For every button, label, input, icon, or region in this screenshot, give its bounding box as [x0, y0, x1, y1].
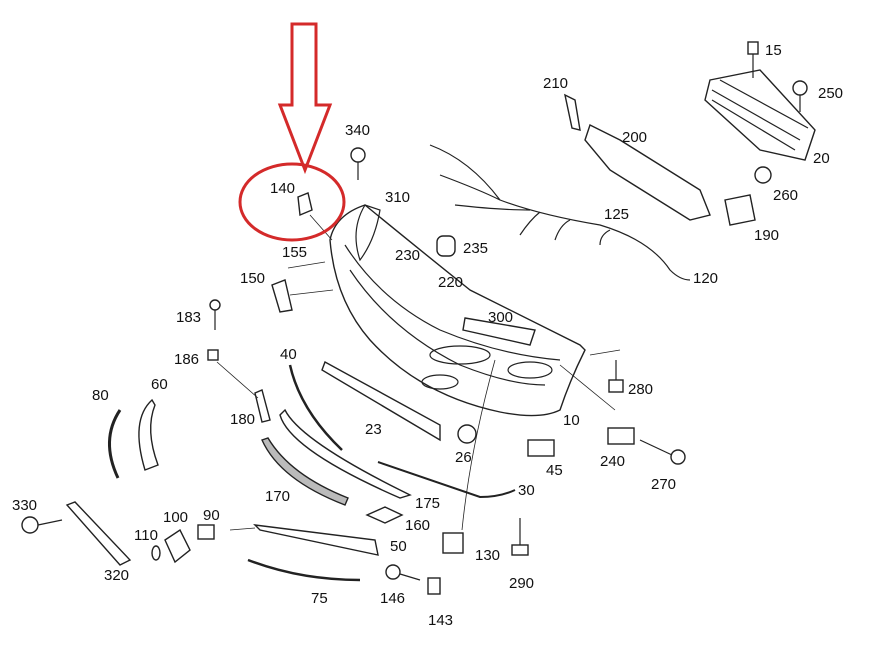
nut-260	[754, 166, 772, 184]
grille	[704, 69, 816, 161]
part-90	[197, 524, 215, 540]
part-130	[442, 532, 464, 554]
label-75: 75	[311, 590, 328, 607]
screw-330	[21, 516, 63, 534]
label-125: 125	[604, 206, 629, 223]
label-155: 155	[282, 244, 307, 261]
label-60: 60	[151, 376, 168, 393]
part-100	[164, 528, 191, 564]
label-80: 80	[92, 387, 109, 404]
red-circle-highlight	[238, 162, 346, 242]
bolt-146	[385, 564, 421, 581]
label-90: 90	[203, 507, 220, 524]
bumper-cover	[329, 204, 586, 417]
label-260: 260	[773, 187, 798, 204]
screw-15	[747, 41, 759, 78]
label-200: 200	[622, 129, 647, 146]
bracket-300	[462, 317, 536, 346]
label-10: 10	[563, 412, 580, 429]
label-20: 20	[813, 150, 830, 167]
bolt-250	[792, 80, 808, 112]
label-270: 270	[651, 476, 676, 493]
emblem-26	[457, 424, 477, 444]
label-120: 120	[693, 270, 718, 287]
label-45: 45	[546, 462, 563, 479]
label-320: 320	[104, 567, 129, 584]
label-26: 26	[455, 449, 472, 466]
bracket-190	[724, 194, 756, 226]
label-186: 186	[174, 351, 199, 368]
sleeve-235	[436, 235, 456, 257]
part-160	[365, 506, 404, 524]
label-146: 146	[380, 590, 405, 607]
clip-186	[207, 349, 219, 361]
wiring-harness	[429, 144, 691, 281]
screw-183	[209, 299, 221, 330]
label-250: 250	[818, 85, 843, 102]
label-310: 310	[385, 189, 410, 206]
label-183: 183	[176, 309, 201, 326]
trim-175	[279, 408, 412, 499]
label-40: 40	[280, 346, 297, 363]
trim-23	[321, 360, 441, 442]
label-235: 235	[463, 240, 488, 257]
label-330: 330	[12, 497, 37, 514]
label-130: 130	[475, 547, 500, 564]
clip-143	[427, 577, 441, 595]
label-50: 50	[390, 538, 407, 555]
highlight-marker	[238, 22, 346, 242]
label-150: 150	[240, 270, 265, 287]
bracket-320	[65, 501, 132, 566]
label-143: 143	[428, 612, 453, 629]
label-300: 300	[488, 309, 513, 326]
part-180	[254, 389, 271, 423]
part-140	[297, 192, 313, 217]
trim-60	[138, 398, 159, 471]
label-280: 280	[628, 381, 653, 398]
label-100: 100	[163, 509, 188, 526]
grille-170	[261, 437, 349, 506]
strip-75	[247, 558, 361, 582]
label-110: 110	[134, 527, 158, 544]
label-180: 180	[230, 411, 255, 428]
label-190: 190	[754, 227, 779, 244]
bracket	[584, 124, 711, 221]
label-140: 140	[270, 180, 295, 197]
label-290: 290	[509, 575, 534, 592]
label-160: 160	[405, 517, 430, 534]
ring-110	[151, 545, 161, 561]
part-labels: 15 250 210 200 340 20 140 310 260 125 19…	[12, 42, 843, 629]
label-220: 220	[438, 274, 463, 291]
part-45	[527, 439, 555, 457]
clip-240	[607, 427, 635, 445]
trim-50	[253, 524, 379, 556]
label-23: 23	[365, 421, 382, 438]
bolt-340	[350, 147, 366, 180]
label-170: 170	[265, 488, 290, 505]
part-150	[271, 279, 293, 313]
label-175: 175	[415, 495, 440, 512]
label-15: 15	[765, 42, 782, 59]
strip-40	[288, 364, 343, 451]
strip-80	[108, 409, 122, 479]
clip-210	[564, 93, 581, 131]
label-210: 210	[543, 75, 568, 92]
strip-30	[377, 461, 516, 499]
label-340: 340	[345, 122, 370, 139]
bolt-290	[511, 518, 529, 556]
leader-lines	[216, 214, 621, 531]
bolt-270	[639, 439, 686, 465]
red-arrow-icon	[277, 22, 333, 175]
label-230: 230	[395, 247, 420, 264]
bolt-280	[608, 360, 624, 393]
label-30: 30	[518, 482, 535, 499]
label-240: 240	[600, 453, 625, 470]
